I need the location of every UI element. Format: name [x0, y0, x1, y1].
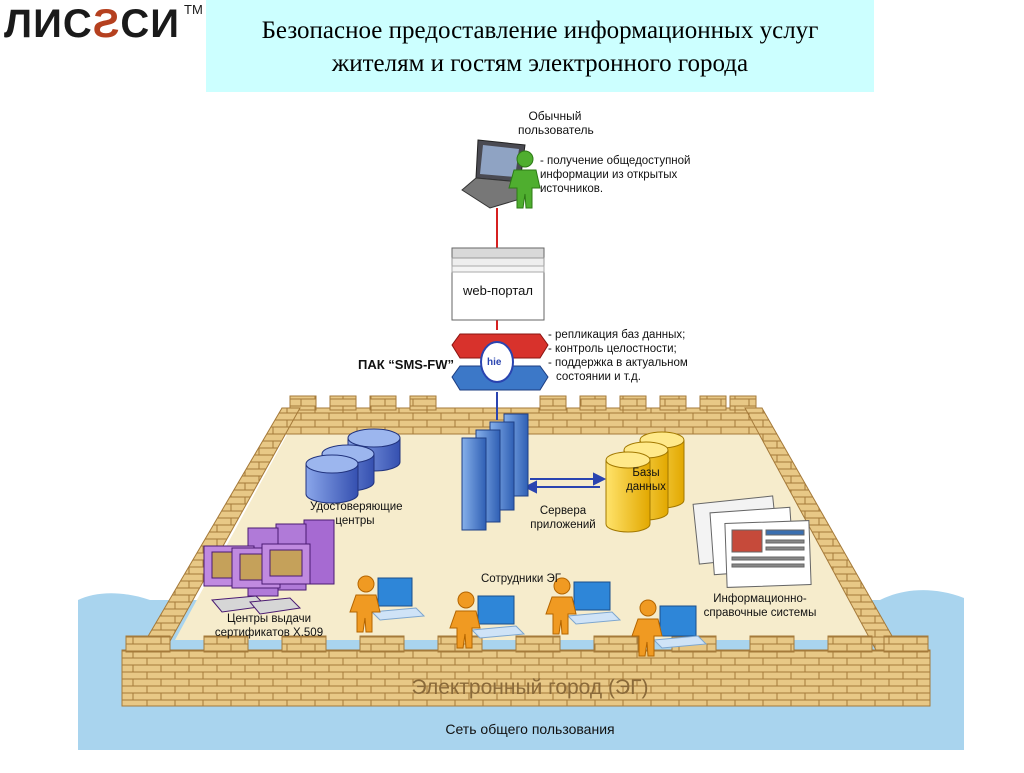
web-portal-window [451, 247, 545, 321]
databases-icon [605, 431, 685, 533]
web-portal-label: web-портал [462, 283, 533, 298]
cert-authorities-label-line-2: центры [335, 515, 375, 527]
logo-trademark: TM [184, 2, 203, 17]
city-label: Электронный город (ЭГ) [411, 676, 649, 699]
page-title-line-1: Безопасное предоставление информационных… [261, 17, 819, 44]
firewall-note-4: состоянии и т.д. [556, 371, 641, 383]
link-servers-databases [523, 472, 607, 494]
diagram-canvas [78, 139, 964, 750]
public-network-label: Сеть общего пользования [445, 721, 615, 737]
front-wall-battlements [125, 635, 929, 653]
front-wall [121, 649, 931, 707]
user-note: - получение общедоступной информации из … [540, 154, 720, 196]
back-wall-battlements [289, 395, 757, 411]
page-title-line-2: жителям и гостям электронного города [331, 50, 749, 77]
staff-label: Сотрудники ЭГ [481, 573, 561, 585]
user-title-line-2: пользователь [518, 123, 594, 137]
cert-centers-label-line-2: сертификатов X.509 [214, 627, 324, 639]
user-note-line-1: - получение общедоступной [540, 155, 691, 167]
staff-workstation-3 [545, 577, 622, 635]
firewall-label: ПАК “SMS-FW” [358, 357, 454, 372]
cert-centers-label: Центры выдачи сертификатов X.509 [214, 612, 324, 640]
cert-authorities-label: Удостоверяющие центры [310, 500, 403, 528]
logo-cat-icon: Ƨ [92, 2, 121, 46]
cert-centers-label-line-1: Центры выдачи [226, 613, 312, 625]
company-logo: ЛИСƧСИ TM [4, 2, 204, 46]
info-systems-label-line-2: справочные системы [703, 607, 817, 619]
app-servers-label: Сервера приложений [528, 504, 598, 532]
info-systems-pages-icon [692, 495, 812, 588]
staff-workstation-1 [349, 575, 426, 633]
staff-person-icon [631, 599, 663, 657]
info-systems-label: Информационно- справочные системы [700, 592, 820, 620]
firewall-note-2: - контроль целостности; [548, 343, 677, 355]
staff-person-icon [349, 575, 381, 633]
app-servers-label-line-1: Сервера [539, 505, 587, 517]
cert-centers-computers-icon [203, 519, 335, 615]
databases-label-line-2: данных [626, 481, 666, 493]
user-title-line-1: Обычный [528, 109, 582, 123]
network-diagram: Обычный пользователь - получение общедос… [0, 92, 1024, 768]
staff-workstation-2 [449, 591, 526, 649]
firewall-note-3: - поддержка в актуальном [548, 357, 688, 369]
app-servers-label-line-2: приложений [530, 519, 596, 531]
logo-text: ЛИСƧСИ [4, 2, 181, 46]
cert-authorities-label-line-1: Удостоверяющие [310, 501, 403, 513]
databases-label: Базы данных [620, 466, 672, 494]
staff-person-icon [545, 577, 577, 635]
user-person-icon [508, 150, 541, 209]
info-systems-label-line-1: Информационно- [713, 593, 807, 605]
app-servers-icon [461, 413, 529, 531]
firewall-badge: hie [487, 357, 502, 368]
databases-label-line-1: Базы [632, 467, 660, 479]
user-note-line-2: информации из открытых [540, 169, 678, 181]
staff-workstation-4 [631, 599, 708, 657]
firewall-note-1: - репликация баз данных; [548, 329, 686, 341]
firewall-device-icon [451, 333, 549, 391]
page-title: Безопасное предоставление информационных… [206, 0, 874, 92]
user-title: Обычный пользователь [518, 109, 594, 137]
firewall-notes: - репликация баз данных; - контроль цело… [548, 328, 728, 384]
cert-authority-db-icon [305, 428, 401, 504]
staff-person-icon [449, 591, 481, 649]
user-note-line-3: источников. [540, 183, 604, 195]
